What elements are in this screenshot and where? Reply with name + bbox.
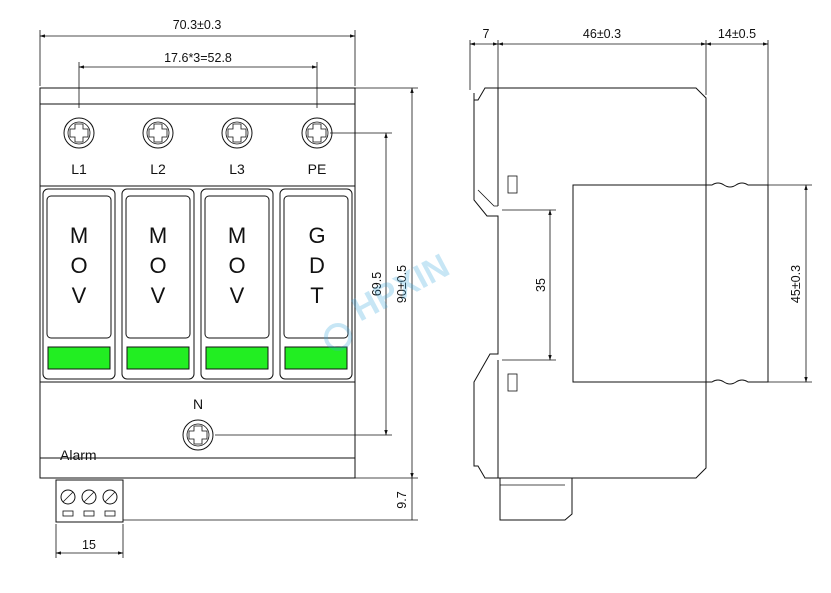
clip-slot-bottom — [507, 373, 518, 392]
terminal-screw-n — [182, 419, 214, 451]
module-1-letter-3: V — [72, 283, 87, 308]
side-body-outline — [473, 87, 769, 479]
terminal-span-dimension: 69.5 — [215, 132, 392, 436]
module-2-letter-3: V — [151, 283, 166, 308]
terminal-span-label: 69.5 — [370, 272, 384, 296]
terminal-label-l3: L3 — [229, 161, 245, 177]
module-2: M O V — [121, 188, 195, 380]
alarm-label: Alarm — [60, 447, 97, 463]
module-3-letter-1: M — [228, 223, 246, 248]
module-1-letter-1: M — [70, 223, 88, 248]
module-band — [39, 185, 356, 383]
clip-slot-top — [507, 175, 518, 194]
module-2-indicator — [126, 346, 190, 370]
module-2-letter-2: O — [149, 253, 166, 278]
module-1: M O V — [42, 188, 116, 380]
module-3: M O V — [200, 188, 274, 380]
watermark: HPXIN — [324, 247, 456, 351]
overall-height-dimension: 90±0.5 — [355, 87, 418, 479]
module-2-letter-1: M — [149, 223, 167, 248]
terminal-pitch-label: 17.6*3=52.8 — [164, 51, 232, 65]
terminal-screw-l3 — [221, 117, 253, 149]
side-view: 7 46±0.3 14±0.5 35 — [469, 27, 812, 521]
front-depth-dimension: 7 — [469, 27, 499, 90]
overall-height-label: 90±0.5 — [395, 265, 409, 303]
terminal-label-l1: L1 — [71, 161, 87, 177]
module-1-indicator — [47, 346, 111, 370]
rear-body-block — [572, 184, 707, 383]
overall-width-dimension: 70.3±0.3 — [39, 18, 356, 86]
front-height-dimension: 45±0.3 — [768, 184, 812, 383]
alarm-width-dimension: 15 — [55, 524, 124, 558]
body-depth-dimension: 46±0.3 — [497, 27, 707, 95]
front-height-label: 45±0.3 — [789, 265, 803, 303]
terminal-pitch-dimension: 17.6*3=52.8 — [78, 51, 318, 108]
module-4-letter-1: G — [308, 223, 325, 248]
module-3-letter-2: O — [228, 253, 245, 278]
module-4-indicator — [284, 346, 348, 370]
body-depth-label: 46±0.3 — [583, 27, 621, 41]
terminal-label-pe: PE — [308, 161, 327, 177]
alarm-height-dimension: 9.7 — [123, 478, 418, 521]
alarm-connector — [55, 479, 124, 523]
alarm-width-label: 15 — [82, 538, 96, 552]
rail-height-dimension: 35 — [502, 209, 556, 361]
module-1-letter-2: O — [70, 253, 87, 278]
module-3-indicator — [205, 346, 269, 370]
watermark-text: HPXIN — [346, 247, 456, 329]
terminal-screw-pe — [301, 117, 333, 149]
module-3-letter-3: V — [230, 283, 245, 308]
module-4-letter-2: D — [309, 253, 325, 278]
rail-height-label: 35 — [534, 278, 548, 292]
rear-depth-dimension: 14±0.5 — [705, 27, 769, 185]
front-depth-label: 7 — [483, 27, 490, 41]
terminal-screw-l2 — [142, 117, 174, 149]
neutral-label: N — [193, 396, 203, 412]
overall-width-label: 70.3±0.3 — [173, 18, 222, 32]
device-body — [39, 87, 356, 479]
terminal-screw-l1 — [63, 117, 95, 149]
side-alarm-connector — [499, 477, 573, 521]
front-view: 70.3±0.3 17.6*3=52.8 — [39, 18, 418, 558]
module-4-letter-3: T — [310, 283, 323, 308]
module-4: G D T — [279, 188, 353, 380]
rear-depth-label: 14±0.5 — [718, 27, 756, 41]
alarm-height-label: 9.7 — [395, 491, 409, 508]
terminal-label-l2: L2 — [150, 161, 166, 177]
